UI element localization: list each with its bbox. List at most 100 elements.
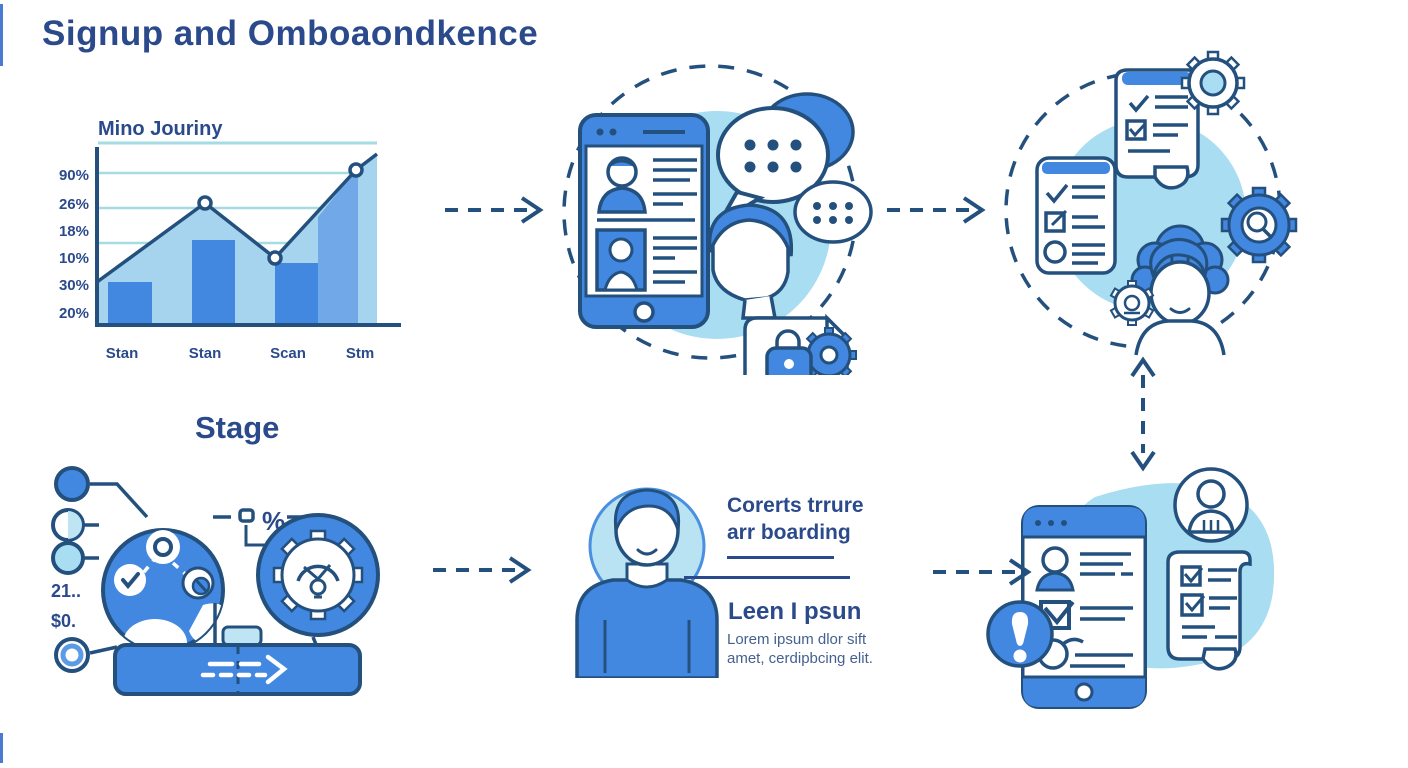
x-axis-labels: Stan Stan Scan Stm (106, 345, 374, 362)
text-lines-icon (1080, 606, 1133, 621)
bullet-1-connector (90, 482, 149, 519)
magnifier-icon (1246, 211, 1268, 233)
user-icon (1041, 546, 1069, 574)
face (1149, 260, 1211, 326)
y-label-1: 26% (59, 196, 89, 213)
stage-metric-2: $0. (51, 611, 76, 631)
y-label-2: 18% (59, 223, 89, 240)
x-label-0: Stan (106, 345, 139, 362)
chart-area-fill-dark (318, 168, 358, 325)
x-label-1: Stan (189, 345, 222, 362)
persona-rule-long (684, 576, 850, 579)
stage-metric-1: 21.. (51, 581, 81, 601)
avatar-badge (1173, 467, 1249, 543)
x-label-2: Scan (270, 345, 306, 362)
tablet-dot-icon (1061, 520, 1067, 526)
checkmark-icon (1045, 183, 1069, 204)
y-label-5: 20% (59, 305, 89, 322)
bullet-filled-icon (54, 466, 90, 502)
scroll-curl (1153, 165, 1190, 190)
radio-curl (1061, 637, 1084, 646)
chart-title: Mino Jouriny (98, 118, 223, 140)
persona-body-line1: Lorem ipsum dlor sift (727, 631, 867, 648)
home-button (633, 301, 655, 323)
persona-body-line2: amet, cerdipbcing elit. (727, 650, 873, 667)
chat-bubble-small (793, 180, 873, 244)
checklist-scroll (1114, 68, 1200, 190)
x-label-3: Stm (346, 345, 374, 362)
hair (1149, 238, 1209, 281)
stage-heading: Stage (195, 410, 280, 445)
y-label-4: 30% (59, 277, 89, 294)
smile (636, 548, 658, 556)
arrowhead-icon (962, 196, 986, 224)
stage-bullet-list: 21.. $0. (51, 466, 149, 673)
flow-arrow-vertical-double (1130, 356, 1156, 472)
secure-document (743, 313, 857, 375)
avatar-head (608, 237, 634, 263)
card-header-bar (1042, 162, 1110, 174)
bullet-ring-inner (60, 643, 84, 667)
profile-card-2 (595, 228, 697, 292)
chat-bubble-main (716, 106, 830, 204)
arrowhead-icon (508, 556, 532, 584)
checkmark-circle-icon (114, 564, 146, 596)
bullet-light-icon (51, 541, 85, 575)
radio-icon (1043, 240, 1067, 264)
text-lines-icon (1070, 653, 1133, 668)
bar-3 (275, 263, 318, 325)
bar-2 (192, 240, 235, 325)
tablet-dot-icon (1035, 520, 1041, 526)
flow-arrow-4 (933, 558, 1032, 586)
chat-dots-icon-small (813, 202, 853, 224)
pedestal-button (221, 625, 263, 647)
small-gear-icon (1109, 280, 1155, 326)
persona-subheading: Leen I psun (728, 598, 862, 625)
home-button (1074, 682, 1094, 702)
arrowhead-up-icon (1130, 356, 1156, 378)
bullet-4-connector (89, 645, 118, 655)
persona-body: Lorem ipsum dlor sift amet, cerdipbcing … (727, 630, 873, 668)
persona-heading-line2: arr boarding (727, 521, 851, 544)
persona-heading-line1: Corerts trrure (727, 494, 864, 517)
avatar-body (597, 186, 647, 214)
lock-icon (765, 329, 813, 375)
gear-search-icon (1220, 186, 1298, 264)
smile (1169, 307, 1191, 314)
torso (575, 578, 719, 678)
checklist-scroll (1166, 550, 1252, 671)
person-head-icon (707, 203, 794, 320)
trend-line-markers (197, 162, 364, 266)
phone-dot-icon (596, 128, 604, 136)
chat-dots-icon (744, 139, 802, 173)
waypoint-ring-icon (146, 530, 180, 564)
checkbox-icon (1125, 119, 1147, 141)
arrowhead-icon (1008, 558, 1032, 586)
tablet-checklist-illustration (986, 467, 1275, 709)
tablet-device (1021, 505, 1147, 709)
y-label-3: 10% (59, 250, 89, 267)
y-label-0: 90% (59, 167, 89, 184)
persona-rule-short (727, 556, 834, 559)
edge-artifact-bottom-left (0, 733, 3, 763)
hair (613, 488, 681, 531)
user-body (1035, 571, 1075, 592)
avatar-stripes (1202, 520, 1220, 531)
conveyor-bar (113, 643, 362, 696)
setup-checklist-illustration (1004, 50, 1298, 356)
edge-artifact-top-left (0, 4, 3, 66)
checkbox-icon (1180, 565, 1202, 587)
profile-card-1 (597, 156, 697, 214)
checkmark-icon (1128, 94, 1150, 113)
text-lines-icon (1080, 552, 1133, 576)
avatar-body (603, 270, 639, 292)
hair (707, 203, 794, 257)
avatar-head (1196, 479, 1226, 509)
phone-dot-icon (609, 128, 617, 136)
flow-arrow-1 (445, 196, 544, 224)
flow-arrow-2 (887, 196, 986, 224)
tablet-top-bar (1023, 507, 1145, 537)
gauge-icon (296, 564, 340, 599)
page-title: Signup and Omboaondkence (42, 14, 539, 53)
